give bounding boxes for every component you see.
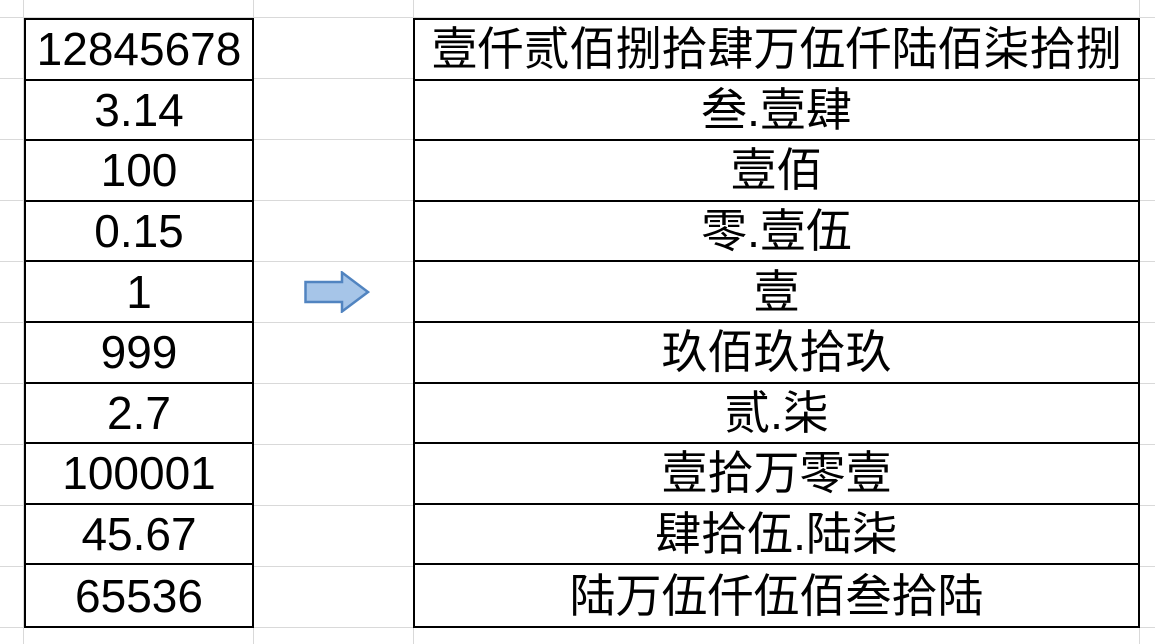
chinese-cell-row5[interactable]: 壹 <box>415 262 1138 323</box>
gridline-vertical <box>23 0 24 644</box>
number-cell-row4[interactable]: 0.15 <box>26 202 252 263</box>
number-cell-row9[interactable]: 45.67 <box>26 505 252 566</box>
number-cell-row6[interactable]: 999 <box>26 323 252 384</box>
number-cell-row1[interactable]: 12845678 <box>26 20 252 81</box>
gridline-horizontal <box>0 17 1155 18</box>
number-cell-row5[interactable]: 1 <box>26 262 252 323</box>
right-arrow-icon[interactable] <box>304 271 370 313</box>
number-cell-row3[interactable]: 100 <box>26 141 252 202</box>
chinese-cell-row10[interactable]: 陆万伍仟伍佰叁拾陆 <box>569 569 984 622</box>
numbers-table: 12845678 3.14 100 0.15 1 999 2.7 100001 … <box>24 18 254 628</box>
number-cell-row8[interactable]: 100001 <box>26 444 252 505</box>
chinese-cell-row4[interactable]: 零.壹伍 <box>415 202 1138 263</box>
chinese-numerals-table: 壹仟贰佰捌拾肆万伍仟陆佰柒拾捌 叁.壹肆 壹佰 零.壹伍 壹 玖佰玖拾玖 贰.柒… <box>413 18 1140 628</box>
chinese-cell-row1[interactable]: 壹仟贰佰捌拾肆万伍仟陆佰柒拾捌 <box>415 20 1138 81</box>
chinese-cell-row3[interactable]: 壹佰 <box>415 141 1138 202</box>
chinese-cell-row8[interactable]: 壹拾万零壹 <box>415 444 1138 505</box>
chinese-cell-row6[interactable]: 玖佰玖拾玖 <box>415 323 1138 384</box>
chinese-cell-row7[interactable]: 贰.柒 <box>415 384 1138 445</box>
chinese-cell-row9[interactable]: 肆拾伍.陆柒 <box>415 505 1138 566</box>
number-cell-row7[interactable]: 2.7 <box>26 384 252 445</box>
chinese-cell-row2[interactable]: 叁.壹肆 <box>415 81 1138 142</box>
number-cell-row2[interactable]: 3.14 <box>26 81 252 142</box>
number-cell-row10[interactable]: 65536 <box>75 569 203 622</box>
